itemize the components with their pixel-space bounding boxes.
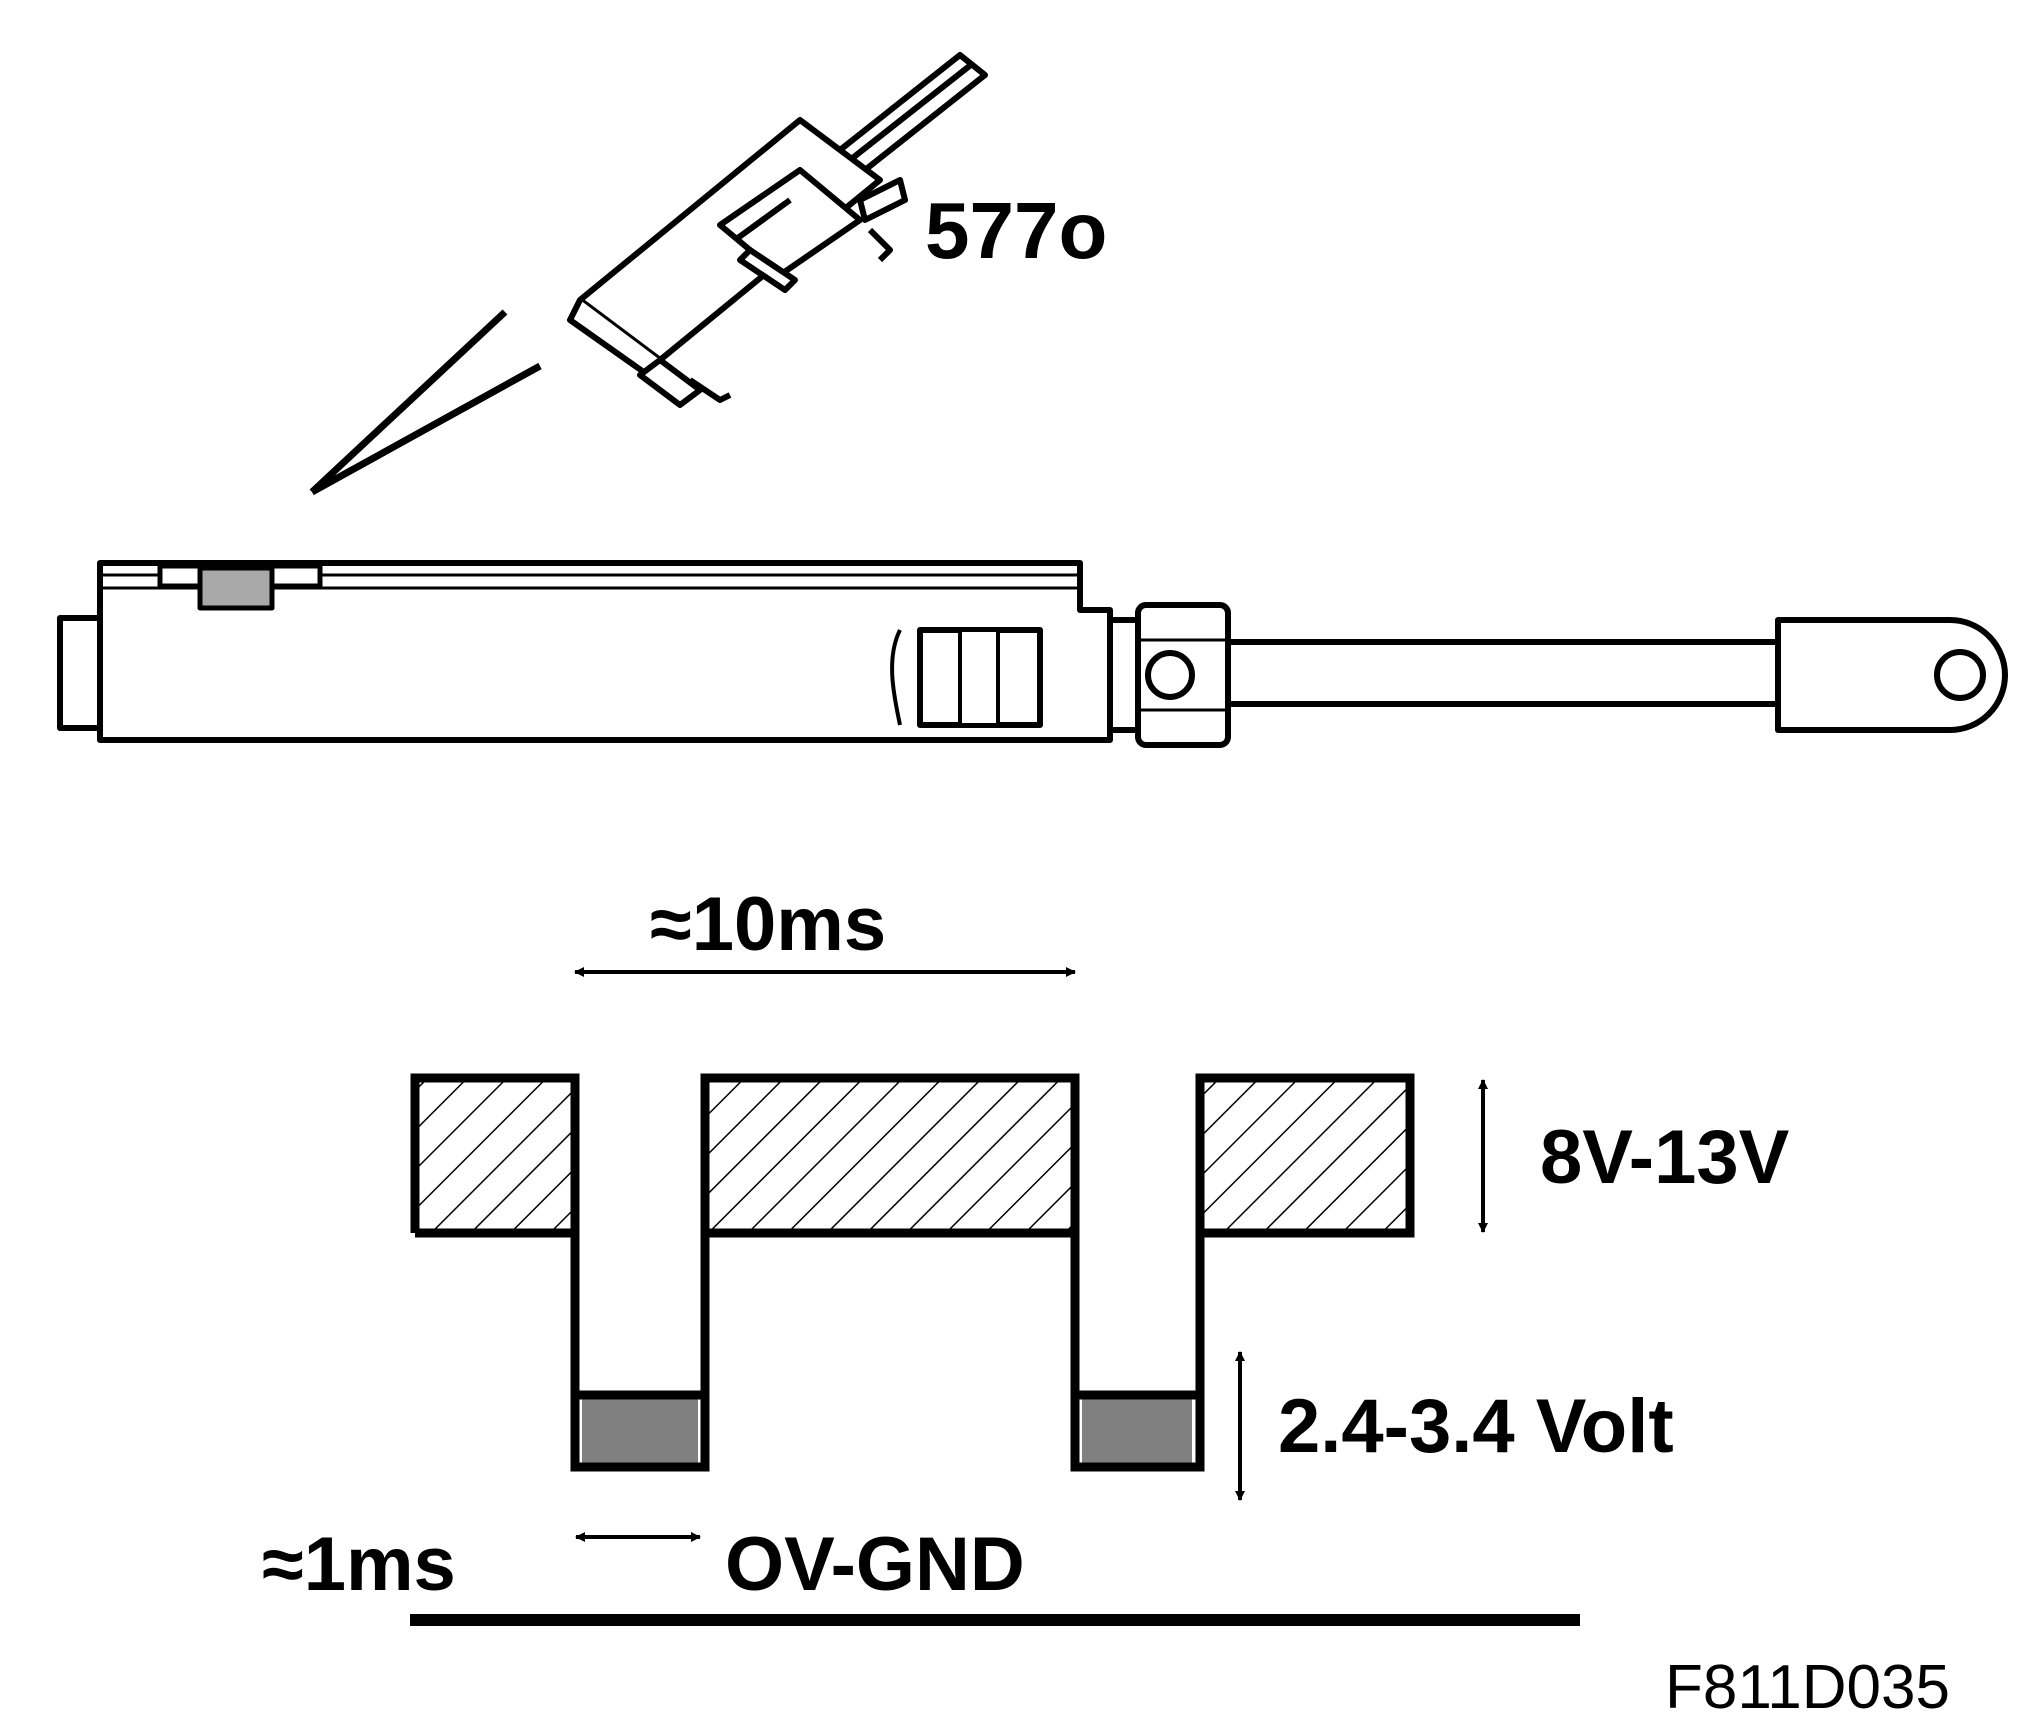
pulse-width-label: ≈1ms xyxy=(262,1522,456,1607)
high-band-1 xyxy=(415,1078,575,1233)
hall-sensor xyxy=(157,563,323,611)
pwm-waveform-inner xyxy=(570,1078,1205,1233)
high-band-3 xyxy=(1200,1078,1410,1233)
low-level-bands xyxy=(582,1395,1192,1467)
pointer-wedge xyxy=(309,309,542,496)
high-level-bands xyxy=(415,1078,1410,1233)
figure-code: F811D035 xyxy=(1665,1653,1950,1722)
connector-label: 577o xyxy=(925,186,1107,275)
connector-577o xyxy=(567,52,988,408)
low-band-1 xyxy=(582,1395,698,1467)
high-band-2 xyxy=(705,1078,1075,1233)
high-voltage-label: 8V-13V xyxy=(1540,1115,1790,1200)
low-band-2 xyxy=(1082,1395,1192,1467)
ground-label: OV-GND xyxy=(725,1522,1025,1607)
actuator-body xyxy=(57,560,2008,748)
low-voltage-label: 2.4-3.4 Volt xyxy=(1278,1384,1674,1469)
period-label: ≈10ms xyxy=(650,882,886,967)
